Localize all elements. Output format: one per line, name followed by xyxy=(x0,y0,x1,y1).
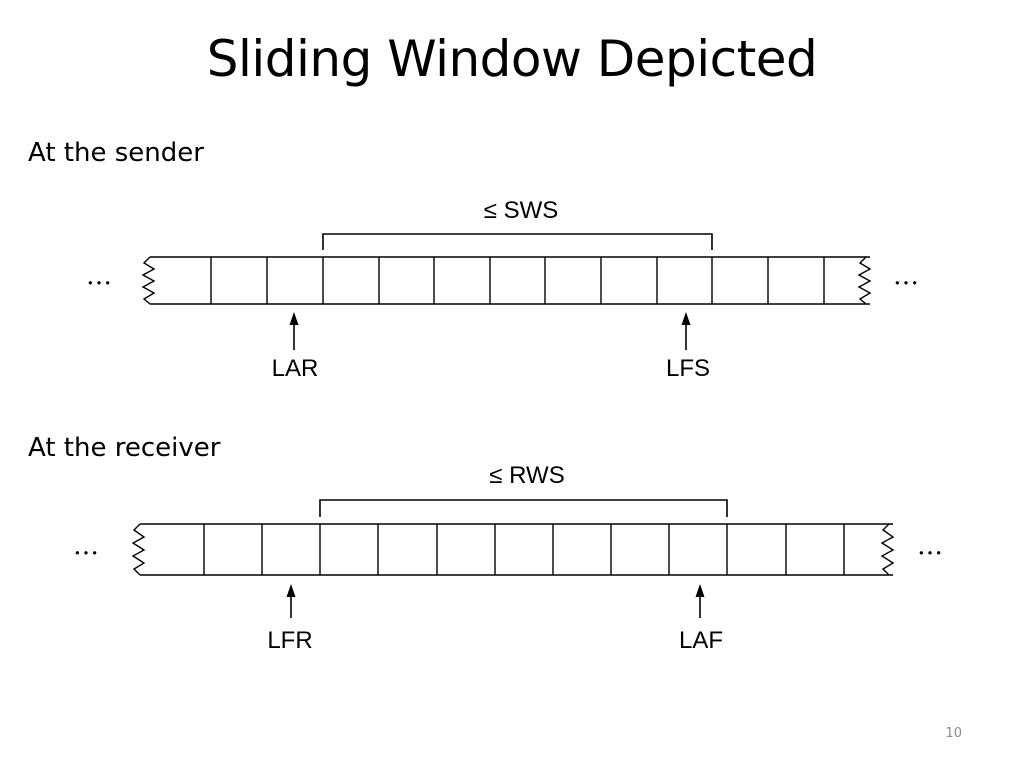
sender-left-ellipsis: … xyxy=(86,261,112,291)
sender-section-label: At the sender xyxy=(28,138,204,168)
receiver-window-size-label: ≤ RWS xyxy=(489,462,564,489)
receiver-strip-left-torn-edge xyxy=(131,523,146,576)
sender-strip-right-torn-edge xyxy=(857,256,872,305)
receiver-right-pointer-arrow xyxy=(695,584,705,618)
sender-right-ellipsis: … xyxy=(893,261,919,291)
receiver-left-pointer-arrow xyxy=(286,584,296,618)
receiver-window-bracket xyxy=(319,499,728,517)
sender-left-pointer-arrow xyxy=(289,312,299,350)
receiver-window-diagram: ≤ RWS … … LFR LAF xyxy=(73,462,943,654)
sender-right-pointer-arrow xyxy=(681,312,691,350)
receiver-frame-strip xyxy=(131,523,895,576)
receiver-right-pointer-label: LAF xyxy=(679,627,723,654)
receiver-left-ellipsis: … xyxy=(73,531,99,561)
sender-left-pointer-label: LAR xyxy=(272,355,319,382)
receiver-left-pointer-label: LFR xyxy=(267,627,312,654)
sender-right-pointer-label: LFS xyxy=(666,355,710,382)
receiver-right-ellipsis: … xyxy=(917,531,943,561)
slide-title: Sliding Window Depicted xyxy=(206,30,818,88)
sender-window-size-label: ≤ SWS xyxy=(484,197,559,224)
page-number: 10 xyxy=(945,726,962,741)
sender-window-bracket xyxy=(322,233,713,250)
receiver-strip-right-torn-edge xyxy=(880,523,895,576)
sender-frame-strip xyxy=(141,256,872,305)
sender-window-diagram: ≤ SWS … … LAR LFS xyxy=(86,197,919,382)
sender-strip-left-torn-edge xyxy=(141,256,156,305)
receiver-section-label: At the receiver xyxy=(28,433,221,463)
